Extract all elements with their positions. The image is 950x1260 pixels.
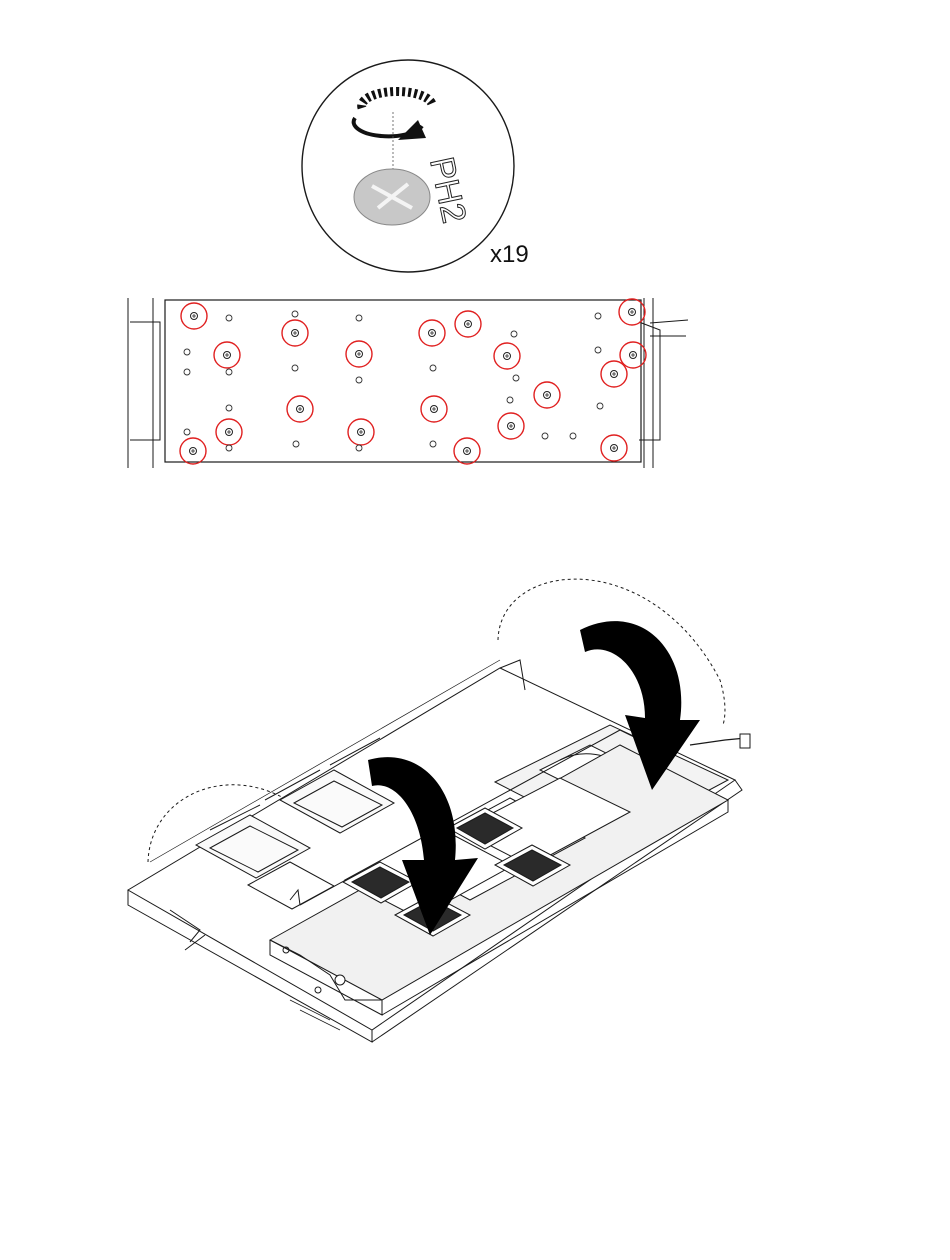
screwdriver-callout: PH2 [302, 60, 514, 272]
cold-plate-top-view [128, 298, 688, 468]
phillips-screw-icon [354, 169, 430, 225]
quantity-label: x19 [490, 241, 529, 268]
